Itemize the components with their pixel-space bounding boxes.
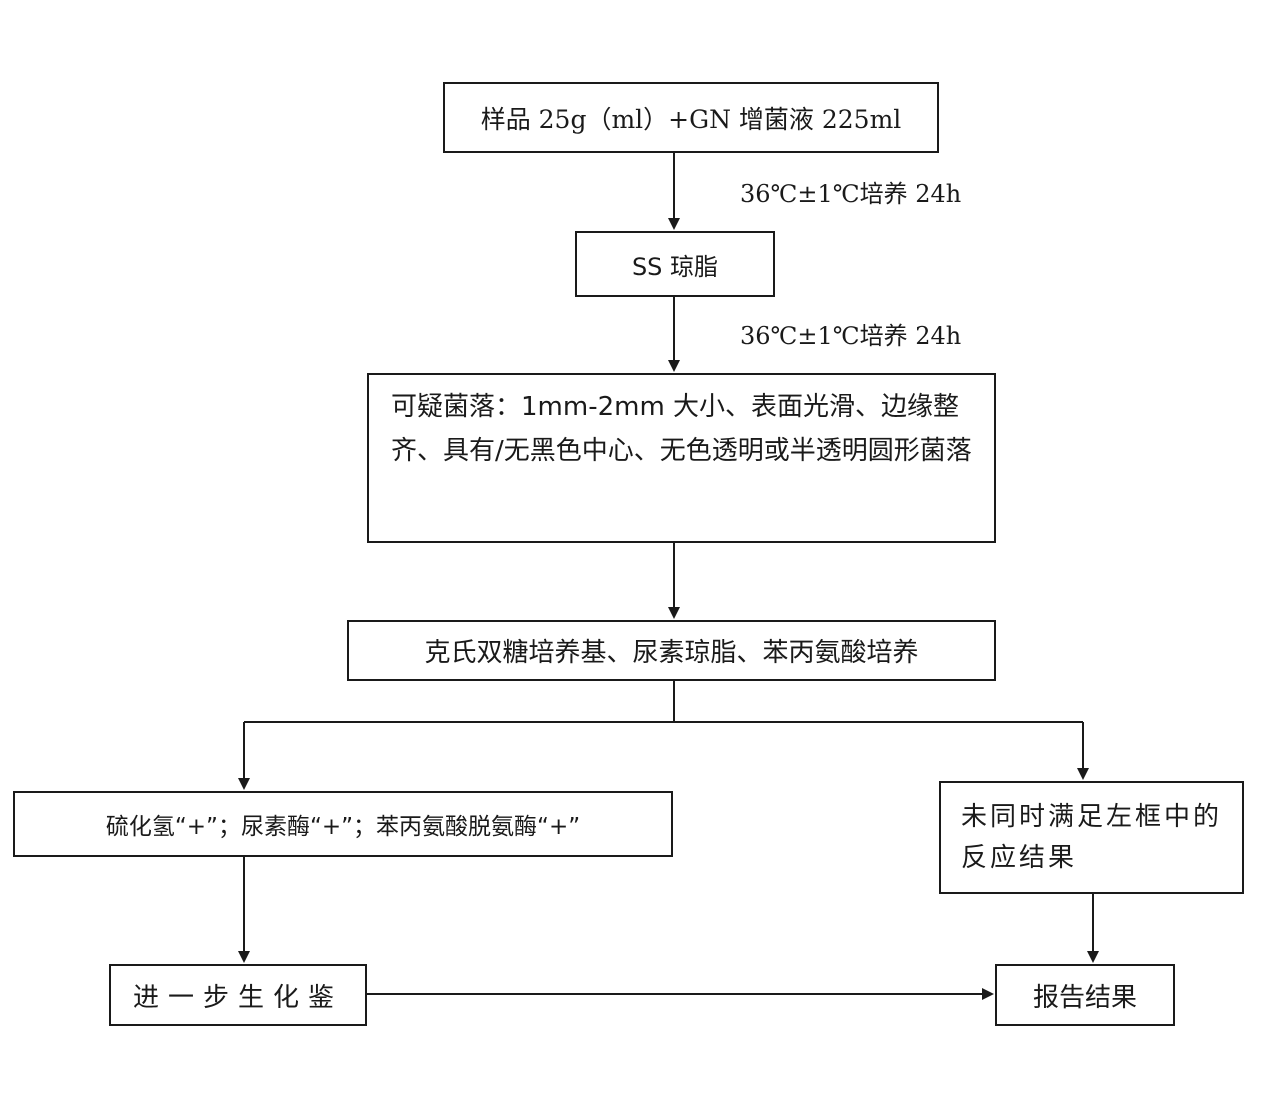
- step2-text: SS 琼脂: [631, 252, 719, 281]
- negative-reaction-text: 未同时满足左框中的反应结果: [961, 801, 1223, 873]
- positive-reaction-text: 硫化氢“+”；尿素酶“+”；苯丙氨酸脱氨酶“+”: [105, 814, 581, 840]
- step1-text: 样品 25g（ml）+GN 增菌液 225ml: [480, 104, 902, 134]
- step4-culture-media-box: 克氏双糖培养基、尿素琼脂、苯丙氨酸培养: [347, 620, 996, 681]
- step3-text: 可疑菌落：1mm-2mm 大小、表面光滑、边缘整齐、具有/无黑色中心、无色透明或…: [391, 392, 972, 466]
- report-result-text: 报告结果: [1032, 982, 1137, 1013]
- step4-text: 克氏双糖培养基、尿素琼脂、苯丙氨酸培养: [424, 638, 919, 668]
- report-result-box: 报告结果: [995, 964, 1175, 1026]
- step1-sample-enrichment-box: 样品 25g（ml）+GN 增菌液 225ml: [443, 82, 939, 153]
- further-identification-text: 进一步生化鉴: [132, 982, 343, 1013]
- further-identification-box: 进一步生化鉴: [109, 964, 367, 1026]
- incubation-label-1: 36℃±1℃培养 24h: [740, 180, 962, 208]
- incubation-label-2: 36℃±1℃培养 24h: [740, 322, 962, 350]
- step3-suspicious-colony-box: 可疑菌落：1mm-2mm 大小、表面光滑、边缘整齐、具有/无黑色中心、无色透明或…: [367, 373, 996, 543]
- negative-reaction-box: 未同时满足左框中的反应结果: [939, 781, 1244, 894]
- positive-reaction-box: 硫化氢“+”；尿素酶“+”；苯丙氨酸脱氨酶“+”: [13, 791, 673, 857]
- step2-ss-agar-box: SS 琼脂: [575, 231, 775, 297]
